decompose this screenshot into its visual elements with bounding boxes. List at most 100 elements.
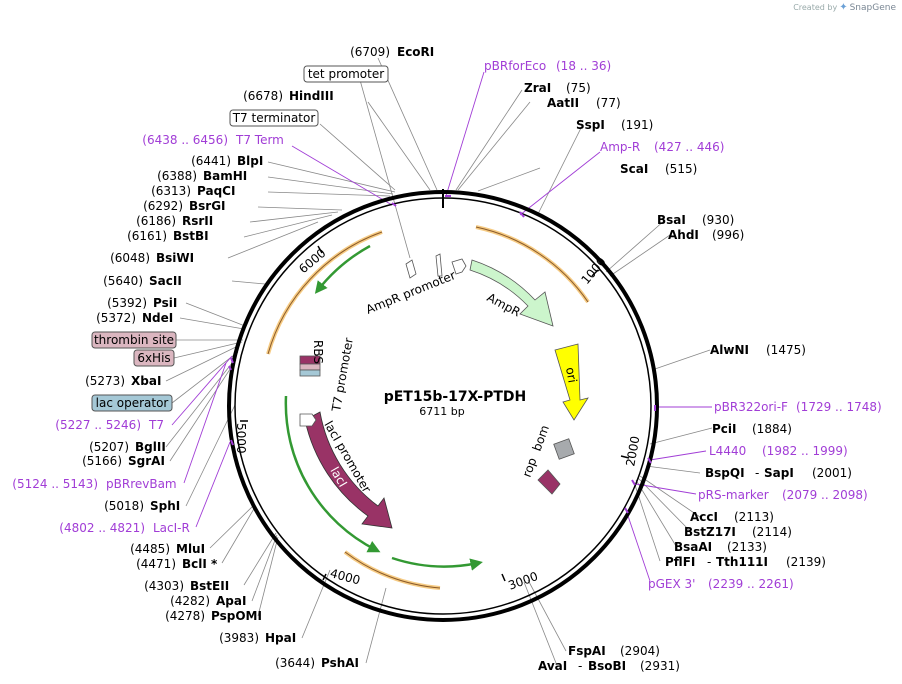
svg-text:SacII: SacII [149,274,182,288]
svg-text:(5392): (5392) [107,296,147,310]
label-apai[interactable]: (4282)ApaI [170,594,246,608]
promoter-small-feature[interactable] [405,259,417,279]
label-paqci[interactable]: (6313)PaqCI [151,184,235,198]
laci-feature[interactable] [304,411,393,529]
label-ahdi[interactable]: AhdI(996) [668,228,744,242]
label-tet-promoter[interactable]: tet promoter [308,67,384,81]
ori-feature[interactable] [554,343,589,421]
label-alwni[interactable]: AlwNI(1475) [710,343,806,357]
label-bamhi[interactable]: (6388)BamHI [157,169,247,183]
svg-text:AccI: AccI [690,510,718,524]
label-pcii[interactable]: PciI(1884) [712,422,792,436]
label-xbai[interactable]: (5273)XbaI [85,374,161,388]
label-avai[interactable]: AvaI-BsoBI(2931) [538,659,680,673]
label-acci[interactable]: AccI(2113) [690,510,774,524]
label-bstz17i[interactable]: BstZ17I(2114) [684,525,792,539]
svg-text:BclI *: BclI * [182,557,218,571]
label-blpi[interactable]: (6441)BlpI [191,154,263,168]
primer-site-marks [228,195,656,514]
svg-text:T7: T7 [148,418,164,432]
svg-text:(5273): (5273) [85,374,125,388]
label-t7-terminator[interactable]: T7 terminator [232,111,316,125]
label-aatii[interactable]: AatII(77) [547,96,621,110]
label-t7[interactable]: (5227 .. 5246)T7 [55,418,164,432]
ampr-feature[interactable] [469,259,554,327]
label-sgrai[interactable]: (5166)SgrAI [82,454,165,468]
label-ndei[interactable]: (5372)NdeI [96,311,173,325]
thrombin-site-box [91,331,177,349]
label-bsiwi[interactable]: (6048)BsiWI [110,251,194,265]
label-zrai[interactable]: ZraI(75) [524,81,591,95]
label-sspi[interactable]: SspI(191) [576,118,653,132]
label-pbrrevbam[interactable]: (5124 .. 5143)pBRrevBam [12,477,176,491]
label-fspai[interactable]: FspAI(2904) [568,644,660,658]
label-pshai[interactable]: (3644)PshAI [275,656,359,670]
svg-text:ZraI: ZraI [524,81,551,95]
label-bglii[interactable]: (5207)BglII [89,440,166,454]
label-scai[interactable]: ScaI(515) [620,162,697,176]
label-hpai[interactable]: (3983)HpaI [219,631,296,645]
svg-text:Amp-R: Amp-R [600,140,640,154]
label-bsaai[interactable]: BsaAI(2133) [674,540,767,554]
label-bsteii[interactable]: (4303)BstEII [144,579,229,593]
svg-text:(5207): (5207) [89,440,129,454]
lacop-feature[interactable] [299,369,321,377]
label-laci-r[interactable]: (4802 .. 4821)LacI-R [59,521,190,535]
label-thrombin-site[interactable]: thrombin site [94,333,174,347]
his-feature[interactable] [299,363,321,371]
label-psii[interactable]: (5392)PsiI [107,296,177,310]
svg-text:(2114): (2114) [752,525,792,539]
label-pbr322ori-f[interactable]: pBR322ori-F(1729 .. 1748) [714,400,882,414]
svg-text:SphI: SphI [150,499,180,513]
label-pspomi[interactable]: (4278)PspOMI [165,609,262,623]
svg-text:BsoBI: BsoBI [588,659,626,673]
rop-feature[interactable] [537,469,561,495]
label-bspqi[interactable]: BspQI-SapI(2001) [705,466,852,480]
label-6xhis[interactable]: 6xHis [137,351,170,365]
promoter-tiny-feature[interactable] [435,253,443,277]
label-pflfi[interactable]: PflFI-Tth111I(2139) [665,555,826,569]
svg-text:(5124 .. 5143): (5124 .. 5143) [12,477,98,491]
label-sacii[interactable]: (5640)SacII [103,274,182,288]
label-hindiii[interactable]: (6678)HindIII [243,89,334,103]
label-bstbi[interactable]: (6161)BstBI [127,229,209,243]
laci-translation-core [344,551,441,589]
label-mlui[interactable]: (4485)MluI [130,542,205,556]
label-sphi[interactable]: (5018) SphI [104,499,180,513]
svg-text:(5372): (5372) [96,311,136,325]
svg-text:(1884): (1884) [752,422,792,436]
laci-promoter-feature[interactable] [299,413,317,427]
label-bsai[interactable]: BsaI(930) [657,213,734,227]
svg-text:(6709): (6709) [350,45,390,59]
svg-text:PflFI: PflFI [665,555,695,569]
feature-label-rop: rop [520,456,540,479]
label-rsrii[interactable]: (6186)RsrII [136,214,213,228]
svg-text:(5018): (5018) [104,499,144,513]
label-bsrgi[interactable]: (6292)BsrGI [143,199,225,213]
svg-text:pRS-marker: pRS-marker [698,488,769,502]
snapgene-credit: Created by ✦ SnapGene [793,2,896,13]
svg-text:(6048): (6048) [110,251,150,265]
label-lac-operator[interactable]: lac operator [96,396,169,410]
label-bcli[interactable]: (4471)BclI * [136,557,218,571]
svg-text:pBR322ori-F: pBR322ori-F [714,400,788,414]
label-pgex3[interactable]: pGEX 3'(2239 .. 2261) [648,577,794,591]
svg-text:pGEX 3': pGEX 3' [648,577,695,591]
label-prs-marker[interactable]: pRS-marker(2079 .. 2098) [698,488,868,502]
label-t7-term[interactable]: (6438 .. 6456)T7 Term [142,133,284,147]
bom-feature[interactable] [553,438,575,460]
label-pbrforeco[interactable]: pBRforEco(18 .. 36) [484,59,611,73]
svg-text:AlwNI: AlwNI [710,343,749,357]
label-l4440[interactable]: L4440(1982 .. 1999) [709,444,848,458]
label-amp-r[interactable]: Amp-R(427 .. 446) [600,140,724,154]
svg-text:-: - [707,555,711,569]
his-box [133,349,175,367]
svg-text:FspAI: FspAI [568,644,606,658]
label-ecori[interactable]: (6709)EcoRI [350,45,434,59]
svg-text:L4440: L4440 [709,444,746,458]
svg-text:SapI: SapI [764,466,794,480]
svg-text:AatII: AatII [547,96,579,110]
svg-text:PspOMI: PspOMI [211,609,262,623]
ampr-promoter-feature[interactable] [451,258,467,275]
